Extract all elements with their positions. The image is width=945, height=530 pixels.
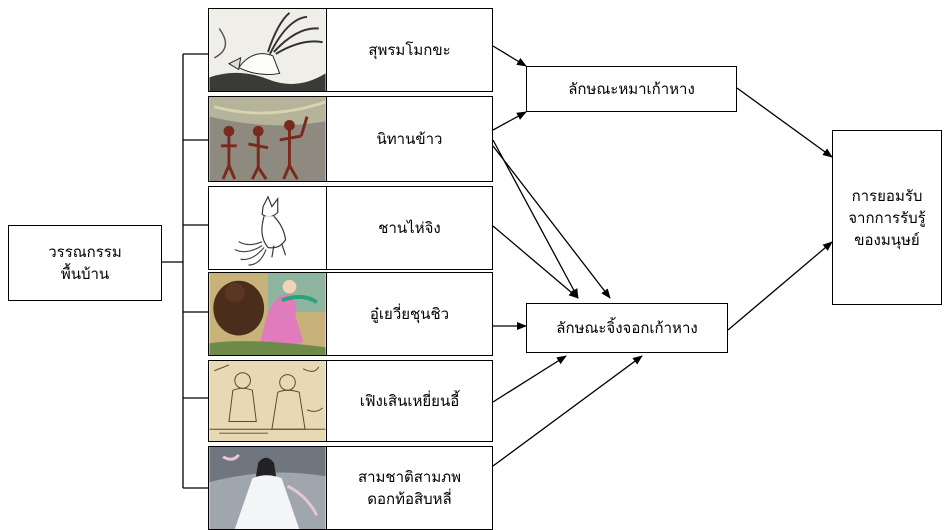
trait-label-dog: ลักษณะหมาเก้าหาง — [568, 80, 695, 98]
arrow-story6-to-fox — [492, 355, 643, 467]
fox-line-drawing-icon — [209, 187, 326, 269]
story-thumbnail-3 — [208, 186, 327, 270]
root-box: วรรณกรรม พื้นบ้าน — [8, 225, 162, 301]
story-box-4: อู๋เยวี่ยชุนชิว — [326, 272, 493, 356]
story-label-2: นิทานข้าว — [376, 130, 443, 148]
trait-label-fox: ลักษณะจิ้งจอกเก้าหาง — [556, 319, 698, 337]
story-box-1: สุพรมโมกขะ — [326, 8, 493, 92]
story-label-1: สุพรมโมกขะ — [368, 41, 451, 59]
story-box-5: เฟิงเสินเหยี่ยนอี้ — [326, 360, 493, 442]
arrow-story2-to-fox-a — [492, 139, 579, 299]
story-thumbnail-2 — [208, 96, 327, 182]
story-box-2: นิทานข้าว — [326, 96, 493, 182]
arrow-story2-to-fox-b — [492, 145, 611, 299]
story-label-5: เฟิงเสินเหยี่ยนอี้ — [359, 392, 460, 410]
result-box: การยอมรับ จากการรับรู้ ของมนุษย์ — [832, 130, 942, 305]
story-thumbnail-6 — [208, 446, 327, 530]
arrow-story2-to-dog — [492, 111, 527, 131]
arrow-dog-to-result — [736, 87, 833, 158]
story-thumbnail-5 — [208, 360, 327, 442]
story-label-3: ชานไห่จิง — [378, 219, 441, 237]
nine-tailed-fox-sketch-icon — [209, 9, 326, 91]
white-robed-immortal-icon — [209, 447, 326, 529]
ink-scroll-figures-icon — [209, 361, 326, 441]
story-box-6: สามชาติสามภพ ดอกท้อสิบหลี่ — [326, 446, 493, 530]
arrow-fox-to-result — [727, 241, 833, 331]
story-box-3: ชานไห่จิง — [326, 186, 493, 270]
dancer-and-bear-painting-icon — [209, 273, 326, 355]
cave-painting-figures-icon — [209, 97, 326, 181]
story-thumbnail-4 — [208, 272, 327, 356]
arrow-story1-to-dog — [492, 45, 527, 67]
trait-box-dog: ลักษณะหมาเก้าหาง — [526, 66, 737, 112]
arrow-story3-to-fox — [492, 225, 579, 299]
story-label-4: อู๋เยวี่ยชุนชิว — [369, 305, 450, 323]
root-label: วรรณกรรม พื้นบ้าน — [48, 243, 122, 283]
result-label: การยอมรับ จากการรับรู้ ของมนุษย์ — [848, 186, 926, 249]
story-thumbnail-1 — [208, 8, 327, 92]
story-label-6: สามชาติสามภพ ดอกท้อสิบหลี่ — [357, 468, 462, 508]
trait-box-fox: ลักษณะจิ้งจอกเก้าหาง — [526, 303, 728, 353]
arrow-story5-to-fox — [492, 355, 567, 403]
